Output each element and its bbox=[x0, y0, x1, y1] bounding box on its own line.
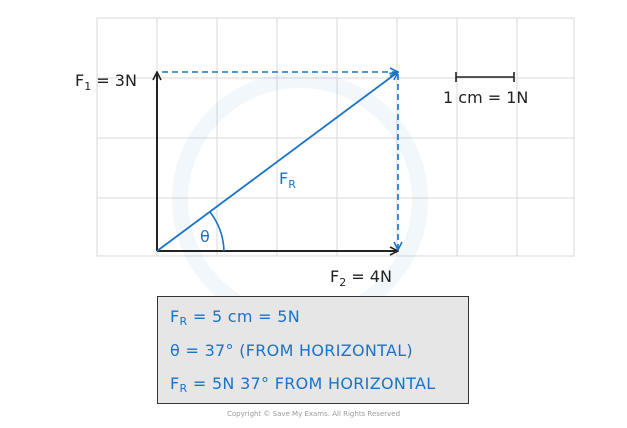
grid bbox=[96, 17, 575, 257]
f1-label: F1 = 3N bbox=[75, 71, 137, 93]
result-line-magnitude: FR = 5 cm = 5N bbox=[170, 307, 301, 328]
copyright-text: Copyright © Save My Exams. All Rights Re… bbox=[226, 410, 401, 418]
fr-label: FR bbox=[279, 169, 296, 191]
f2-label: F2 = 4N bbox=[330, 267, 392, 289]
scale-label: 1 cm = 1N bbox=[443, 88, 528, 107]
result-box: FR = 5 cm = 5N θ = 37° (FROM HORIZONTAL)… bbox=[157, 296, 469, 404]
result-line-summary: FR = 5N 37° FROM HORIZONTAL bbox=[170, 374, 436, 395]
result-line-angle: θ = 37° (FROM HORIZONTAL) bbox=[170, 341, 413, 360]
scale-bar bbox=[455, 72, 515, 82]
resultant-vector bbox=[156, 72, 398, 252]
angle-arc bbox=[209, 211, 225, 252]
theta-label: θ bbox=[200, 227, 210, 246]
